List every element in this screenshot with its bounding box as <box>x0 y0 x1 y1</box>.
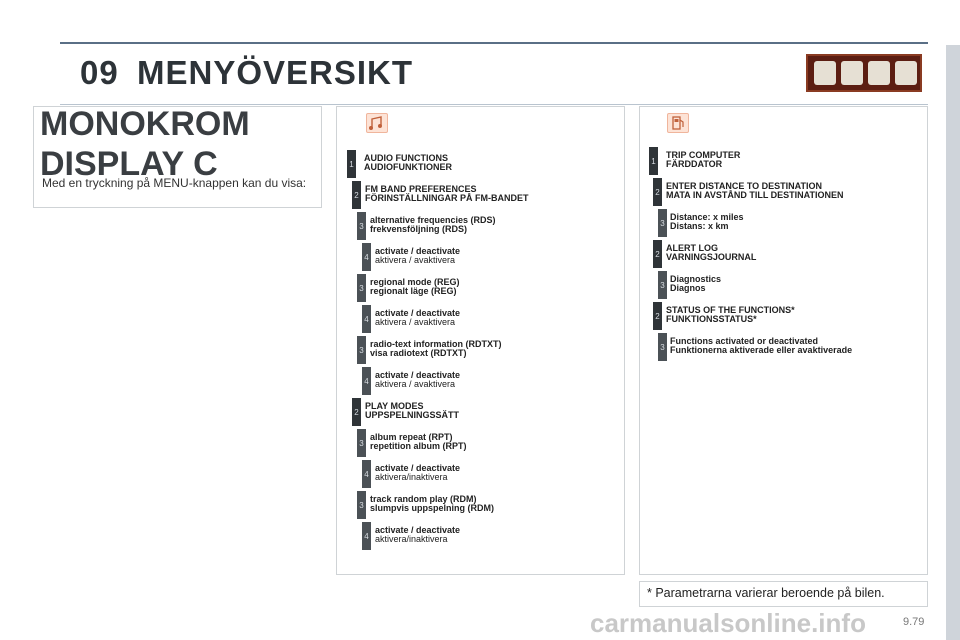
menu-item-english: AUDIO FUNCTIONS <box>364 153 448 163</box>
menu-level-marker: 2 <box>653 302 662 330</box>
header-rule <box>60 42 928 44</box>
menu-level-marker: 2 <box>653 240 662 268</box>
menu-level-marker: 3 <box>357 336 366 364</box>
menu-item-swedish: aktivera/inaktivera <box>375 534 448 544</box>
menu-item-swedish: regionalt läge (REG) <box>370 286 457 296</box>
audio-menu-panel <box>336 106 625 575</box>
chapter-number: 09 <box>80 54 119 91</box>
menu-item-english: ENTER DISTANCE TO DESTINATION <box>666 181 823 191</box>
menu-item-swedish: FÄRDDATOR <box>666 159 723 169</box>
menu-item-swedish: aktivera / avaktivera <box>375 255 456 265</box>
menu-item-english: ALERT LOG <box>666 243 718 253</box>
intro-text: Med en tryckning på MENU-knappen kan du … <box>42 176 307 190</box>
menu-item-swedish: aktivera/inaktivera <box>375 472 448 482</box>
menu-item-swedish: FÖRINSTÄLLNINGAR PÅ FM-BANDET <box>365 193 529 203</box>
menu-level-marker: 4 <box>362 305 371 333</box>
audio-music-icon <box>366 113 388 133</box>
menu-item-english: activate / deactivate <box>375 370 461 380</box>
menu-item-english: activate / deactivate <box>375 246 461 256</box>
menu-item-english: album repeat (RPT) <box>370 432 453 442</box>
menu-level-marker: 3 <box>658 209 667 237</box>
menu-item-english: Distance: x miles <box>670 212 744 222</box>
menu-level-marker: 3 <box>357 491 366 519</box>
fuel-pump-icon <box>895 61 917 85</box>
menu-level-marker: 2 <box>352 181 361 209</box>
page-scrollbar[interactable] <box>946 45 960 640</box>
menu-item-english: TRIP COMPUTER <box>666 150 741 160</box>
intro-panel <box>33 106 322 208</box>
radio-icon <box>814 61 836 85</box>
menu-item-english: activate / deactivate <box>375 308 461 318</box>
menu-item-swedish: visa radiotext (RDTXT) <box>370 348 467 358</box>
menu-item-swedish: slumpvis uppspelning (RDM) <box>370 503 495 513</box>
menu-item-swedish: frekvensföljning (RDS) <box>370 224 468 234</box>
menu-level-marker: 2 <box>653 178 662 206</box>
fuel-pump-icon <box>667 113 689 133</box>
menu-level-marker: 4 <box>362 243 371 271</box>
settings-icon <box>868 61 890 85</box>
menu-item-english: track random play (RDM) <box>370 494 477 504</box>
menu-item-swedish: Distans: x km <box>670 221 729 231</box>
menu-item-swedish: repetition album (RPT) <box>370 441 467 451</box>
section-title-line2: DISPLAY C <box>40 145 218 183</box>
menu-item-english: FM BAND PREFERENCES <box>365 184 477 194</box>
menu-icon-strip <box>806 54 922 92</box>
menu-level-marker: 3 <box>357 274 366 302</box>
menu-item-english: Functions activated or deactivated <box>670 336 819 346</box>
menu-item-swedish: VARNINGSJOURNAL <box>666 252 757 262</box>
page-number: 9.79 <box>903 616 925 628</box>
footnote-box <box>639 581 928 607</box>
menu-item-swedish: Diagnos <box>670 283 706 293</box>
document-icon <box>841 61 863 85</box>
menu-item-swedish: aktivera / avaktivera <box>375 379 456 389</box>
menu-item-swedish: Funktionerna aktiverade eller avaktivera… <box>670 345 853 355</box>
menu-level-marker: 3 <box>357 429 366 457</box>
menu-item-swedish: FUNKTIONSSTATUS* <box>666 314 757 324</box>
menu-level-marker: 3 <box>658 271 667 299</box>
menu-item-english: regional mode (REG) <box>370 277 460 287</box>
header-underline <box>60 104 928 105</box>
menu-item-swedish: AUDIOFUNKTIONER <box>364 162 452 172</box>
menu-item-english: radio-text information (RDTXT) <box>370 339 502 349</box>
menu-level-marker: 1 <box>347 150 356 178</box>
menu-item-english: PLAY MODES <box>365 401 424 411</box>
watermark: carmanualsonline.info <box>590 608 866 638</box>
menu-item-english: activate / deactivate <box>375 463 461 473</box>
menu-level-marker: 3 <box>658 333 667 361</box>
page-title: MENYÖVERSIKT <box>137 54 414 91</box>
menu-item-english: activate / deactivate <box>375 525 461 535</box>
menu-level-marker: 1 <box>649 147 658 175</box>
menu-level-marker: 4 <box>362 522 371 550</box>
menu-level-marker: 4 <box>362 367 371 395</box>
section-title-line1: MONOKROM <box>40 105 250 143</box>
menu-item-english: Diagnostics <box>670 274 722 284</box>
menu-item-swedish: UPPSPELNINGSSÄTT <box>365 410 460 420</box>
trip-menu-panel <box>639 106 928 575</box>
footnote: * Parametrarna varierar beroende på bile… <box>647 586 885 600</box>
menu-level-marker: 2 <box>352 398 361 426</box>
menu-item-english: alternative frequencies (RDS) <box>370 215 496 225</box>
menu-level-marker: 4 <box>362 460 371 488</box>
menu-item-english: STATUS OF THE FUNCTIONS* <box>666 305 795 315</box>
menu-item-swedish: aktivera / avaktivera <box>375 317 456 327</box>
menu-level-marker: 3 <box>357 212 366 240</box>
menu-item-swedish: MATA IN AVSTÅND TILL DESTINATIONEN <box>666 190 844 200</box>
